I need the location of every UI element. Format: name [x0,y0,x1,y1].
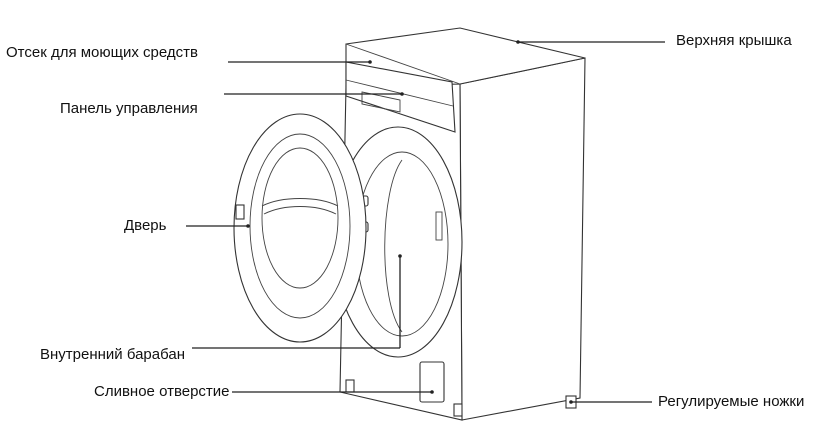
door-glass-handle [261,198,339,207]
leader-drain-dot [430,390,434,394]
top-cover-edge [345,43,461,85]
door-glass-handle-inner [263,206,337,215]
label-drain-hole: Сливное отверстие [94,383,230,400]
label-inner-drum: Внутренний барабан [40,346,185,363]
leader-detergent-dot [368,60,372,64]
leader-drum-dot [398,254,402,258]
leader-door-dot [246,224,250,228]
control-panel-divider [345,79,454,107]
door-glass [261,147,339,289]
door-lock-tab [235,204,245,220]
detergent-drawer [361,91,401,113]
foot-front-right [453,403,463,417]
cabinet-side-panel [459,57,586,421]
leader-top-cover-dot [516,40,520,44]
label-door: Дверь [124,217,167,234]
label-top-cover: Верхняя крышка [676,32,792,49]
door-latch [435,211,443,241]
label-adjustable-feet: Регулируемые ножки [658,393,805,410]
foot-front-left [345,379,355,393]
control-panel-strip [345,61,456,133]
leader-feet-dot [569,400,573,404]
drum-inner-shade [384,159,403,333]
door-outer-ring [233,113,367,343]
label-control-panel: Панель управления [60,100,198,117]
drain-cover [419,361,445,403]
door-middle-ring [249,133,351,319]
label-detergent-compartment: Отсек для моющих средств [6,44,198,61]
leader-control-panel-dot [400,92,404,96]
